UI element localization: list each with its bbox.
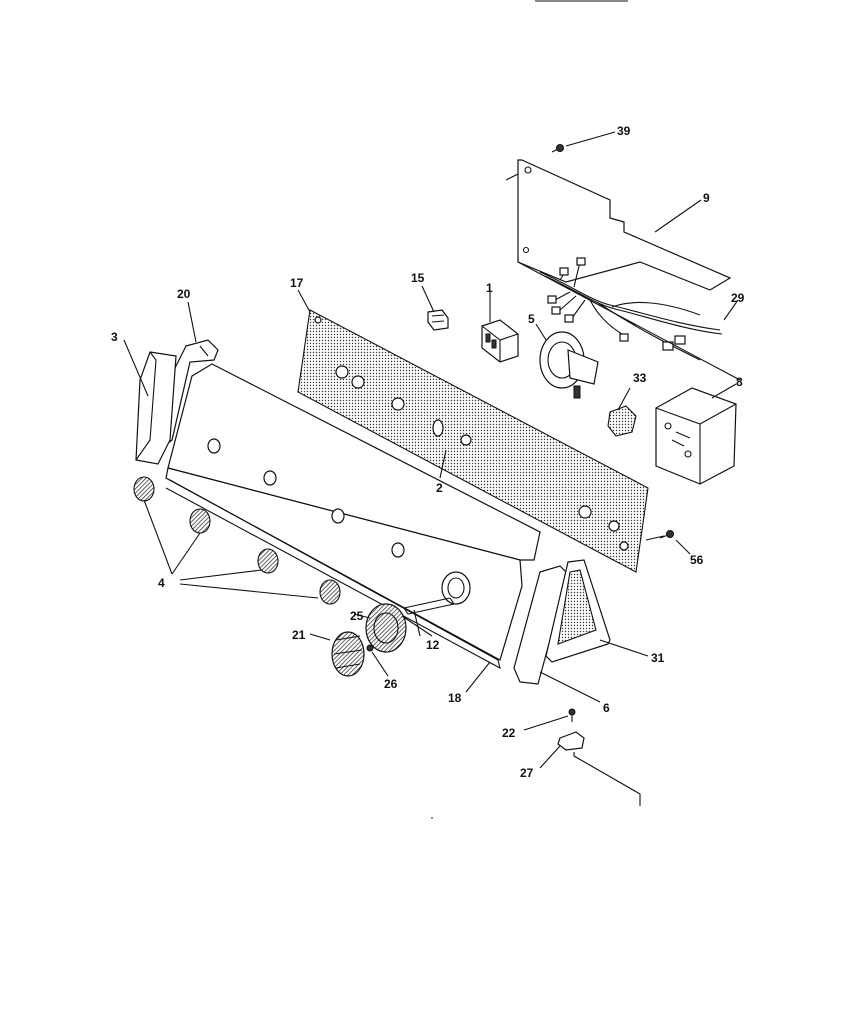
label-17: 17 — [290, 276, 304, 290]
front-console-18 — [165, 363, 541, 670]
label-33: 33 — [633, 371, 647, 385]
left-end-cap-3 — [135, 351, 177, 465]
label-1: 1 — [486, 281, 493, 295]
label-6: 6 — [603, 701, 610, 715]
label-3: 3 — [111, 330, 118, 344]
label-39: 39 — [617, 124, 631, 138]
leader-lines — [123, 131, 741, 819]
clip-27 — [557, 731, 585, 751]
control-panel-back — [297, 309, 649, 573]
label-4: 4 — [158, 576, 165, 590]
label-9: 9 — [703, 191, 710, 205]
label-12: 12 — [426, 638, 440, 652]
label-20: 20 — [177, 287, 191, 301]
label-31: 31 — [651, 651, 665, 665]
right-bracket-31 — [545, 559, 611, 663]
label-29: 29 — [731, 291, 745, 305]
screw-22 — [568, 708, 576, 722]
switch-15 — [427, 309, 449, 331]
rear-cover-panel — [517, 159, 732, 291]
timer-knob-21 — [331, 631, 365, 677]
knob-4b — [189, 508, 211, 534]
label-8: 8 — [736, 375, 743, 389]
wire-harness — [539, 257, 723, 361]
callout-labels: 39 9 29 17 15 1 5 33 8 20 3 2 56 4 25 12… — [111, 124, 745, 780]
label-21: 21 — [292, 628, 306, 642]
label-5: 5 — [528, 312, 535, 326]
label-27: 27 — [520, 766, 534, 780]
label-15: 15 — [411, 271, 425, 285]
label-22: 22 — [502, 726, 516, 740]
switch-block-1 — [481, 319, 519, 363]
control-board-8 — [655, 387, 737, 485]
knob-4a — [133, 476, 155, 502]
screw-39 — [551, 144, 564, 153]
right-end-cap-6 — [513, 565, 569, 685]
dial-skirt-25 — [365, 603, 407, 653]
clip-26 — [366, 644, 374, 652]
knob-4d — [319, 579, 341, 605]
label-2: 2 — [436, 481, 443, 495]
timer-unit-5 — [539, 331, 599, 399]
label-26: 26 — [384, 677, 398, 691]
switch-33 — [607, 405, 637, 437]
label-25: 25 — [350, 609, 364, 623]
label-18: 18 — [448, 691, 462, 705]
knob-4c — [257, 548, 279, 574]
label-56: 56 — [690, 553, 704, 567]
